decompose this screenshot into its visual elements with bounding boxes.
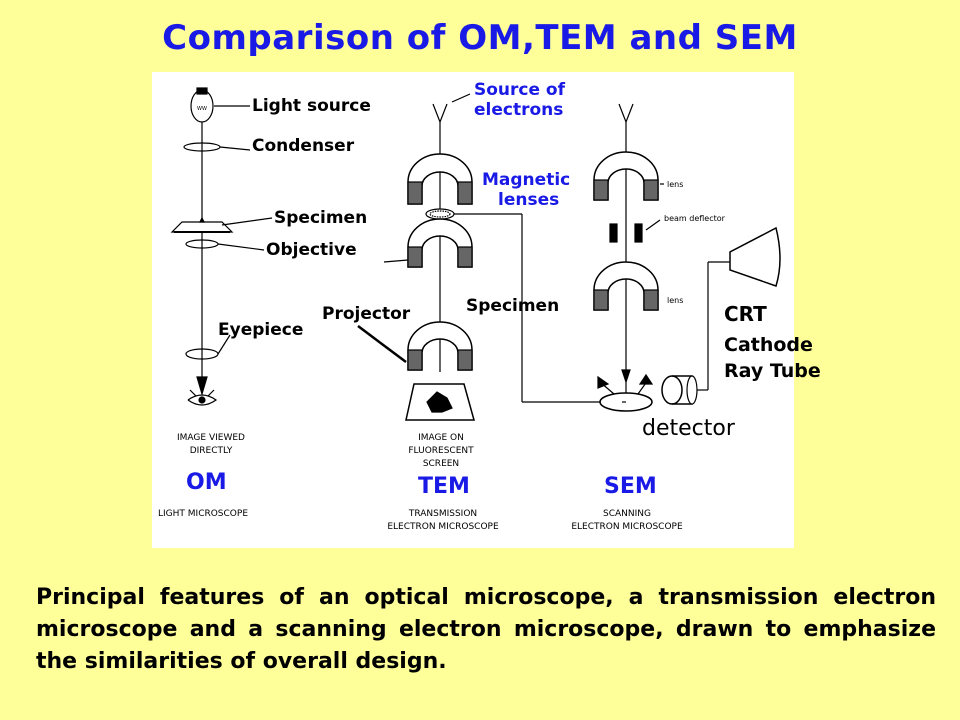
om-column: WW: [170, 87, 273, 406]
label-lens-bottom: lens: [667, 296, 684, 305]
label-lens-top: lens: [667, 180, 684, 189]
svg-text:WW: WW: [197, 106, 207, 112]
label-light-source: Light source: [252, 96, 371, 116]
label-specimen-om: Specimen: [274, 208, 368, 228]
label-lenses: lenses: [498, 190, 560, 210]
label-eyepiece: Eyepiece: [218, 320, 304, 340]
label-objective: Objective: [266, 240, 357, 260]
label-condenser: Condenser: [252, 136, 355, 156]
diagram-drawing: WW: [170, 87, 781, 421]
label-crt: CRT: [724, 302, 767, 326]
label-specimen-sem: Specimen: [466, 296, 560, 316]
label-cathode: Cathode: [724, 334, 813, 356]
om-fullname: LIGHT MICROSCOPE: [158, 509, 249, 519]
label-projector: Projector: [322, 304, 411, 324]
tem-column: [357, 93, 622, 421]
tem-heading: TEM: [418, 474, 470, 499]
label-source-of: Source of: [474, 80, 566, 100]
label-ray-tube: Ray Tube: [724, 360, 821, 382]
label-magnetic: Magnetic: [482, 170, 571, 190]
label-electrons: electrons: [474, 100, 564, 120]
page-title: Comparison of OM,TEM and SEM: [162, 18, 798, 58]
om-heading: OM: [186, 470, 227, 495]
label-beam-deflector: beam deflector: [664, 214, 725, 223]
sem-heading: SEM: [604, 474, 657, 499]
label-detector: detector: [642, 416, 735, 441]
figure-caption: Principal features of an optical microsc…: [36, 585, 936, 674]
sem-column: [593, 103, 781, 412]
microscope-diagram: WW: [152, 72, 821, 548]
